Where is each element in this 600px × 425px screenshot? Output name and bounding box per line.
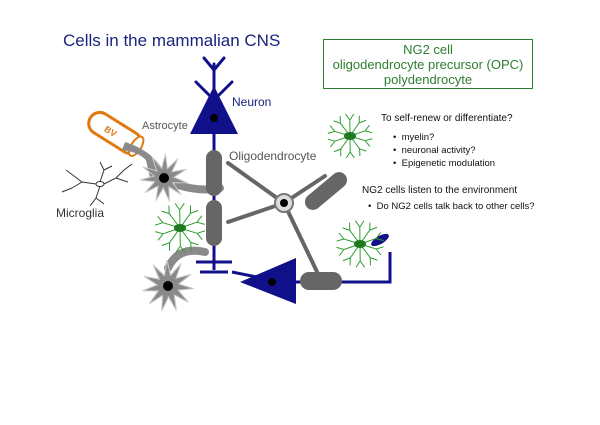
ng2-processes (327, 113, 373, 159)
oligodendrocyte-processes (226, 161, 327, 280)
ng2-cell-top (327, 113, 373, 159)
question-item: neuronal activity? (401, 145, 476, 156)
ng2-cell-box: NG2 cell oligodendrocyte precursor (OPC)… (323, 39, 533, 89)
environment-item: Do NG2 cells talk back to other cells? (376, 201, 535, 212)
question-bullet: • neuronal activity? (393, 145, 476, 156)
oligodendrocyte-cell (274, 172, 348, 213)
myelin-sheath-upper (206, 150, 222, 196)
astrocyte-upper (139, 153, 188, 202)
ng2-processes (336, 220, 384, 268)
oligodendrocyte-label: Oligodendrocyte (229, 149, 317, 163)
question-heading: To self-renew or differentiate? (381, 113, 513, 124)
astrocyte-label: Astrocyte (142, 120, 188, 132)
question-bullet: • Epigenetic modulation (393, 158, 496, 169)
environment-heading: NG2 cells listen to the environment (362, 185, 518, 196)
microglia-label: Microglia (56, 206, 105, 220)
neuron-top (190, 56, 238, 134)
environment-bullet: • Do NG2 cells talk back to other cells? (368, 201, 535, 212)
ng2-cell-left (154, 203, 206, 253)
question-item: myelin? (401, 132, 435, 143)
astrocyte-lower (142, 259, 195, 312)
ng2-box-line2: oligodendrocyte precursor (OPC) (332, 57, 524, 72)
ng2-cell-body (354, 240, 366, 248)
question-bullet: • myelin? (393, 132, 435, 143)
microglia-cell (61, 161, 133, 207)
ng2-cell-body (344, 132, 356, 140)
astrocyte-lower-process (164, 246, 209, 272)
ng2-cell-right (336, 220, 384, 268)
diagram-title: Cells in the mammalian CNS (63, 31, 281, 50)
myelin-sheath-lower (206, 200, 222, 246)
neuron-label: Neuron (232, 95, 272, 109)
ng2-processes (154, 203, 206, 253)
ng2-box-line1: NG2 cell (403, 42, 453, 57)
question-item: Epigenetic modulation (401, 158, 496, 169)
ng2-cell-body (174, 224, 186, 232)
axon-terminal (196, 260, 263, 280)
ng2-box-line3: polydendrocyte (383, 72, 473, 87)
